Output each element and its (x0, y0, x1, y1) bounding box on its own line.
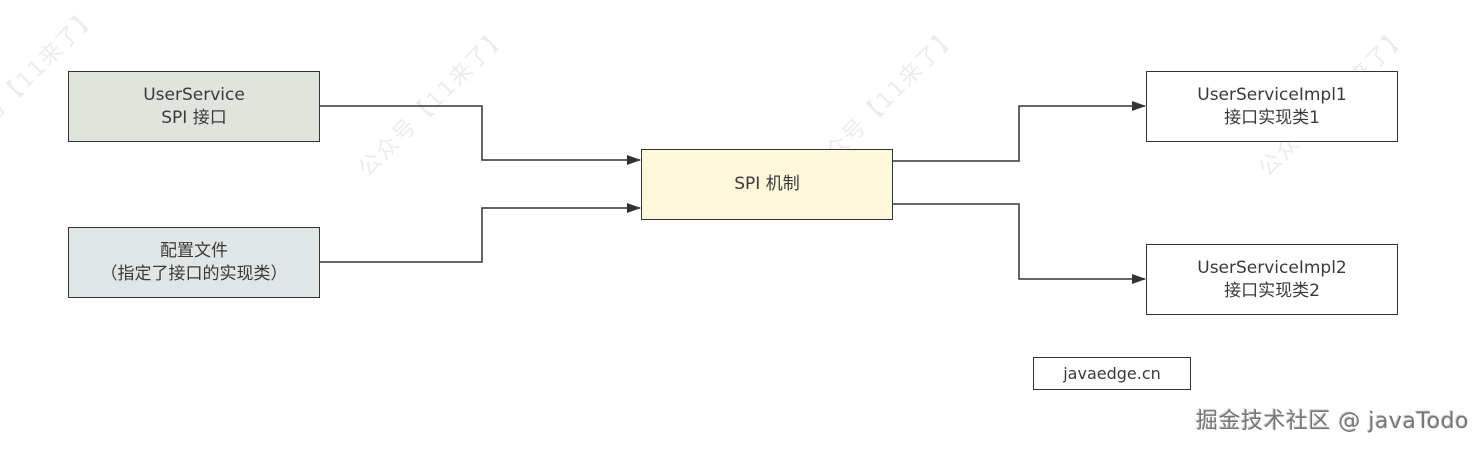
node-subtitle: 接口实现类2 (1224, 280, 1320, 301)
node-title: UserServiceImpl2 (1197, 257, 1347, 278)
edge-interface-to-spi (320, 105, 641, 165)
site-label-text: javaedge.cn (1063, 364, 1161, 383)
impl1-node: UserServiceImpl1 接口实现类1 (1146, 71, 1398, 142)
edge-spi-to-impl2 (893, 203, 1146, 284)
node-subtitle: （指定了接口的实现类） (100, 263, 288, 284)
node-title: 配置文件 (160, 240, 228, 261)
node-title: UserServiceImpl1 (1197, 84, 1347, 105)
edge-config-to-spi (320, 203, 641, 263)
node-subtitle: SPI 接口 (161, 107, 227, 128)
node-subtitle: 接口实现类1 (1224, 107, 1320, 128)
spi-mechanism-node: SPI 机制 (641, 149, 893, 220)
edge-spi-to-impl1 (893, 101, 1146, 162)
impl2-node: UserServiceImpl2 接口实现类2 (1146, 244, 1398, 315)
site-label-node: javaedge.cn (1033, 357, 1191, 390)
config-file-node: 配置文件 （指定了接口的实现类） (68, 227, 320, 298)
spi-interface-node: UserService SPI 接口 (68, 71, 320, 142)
source-caption: 掘金技术社区 @ javaTodo (1195, 409, 1469, 434)
node-title: UserService (143, 84, 245, 105)
node-title: SPI 机制 (734, 174, 800, 194)
